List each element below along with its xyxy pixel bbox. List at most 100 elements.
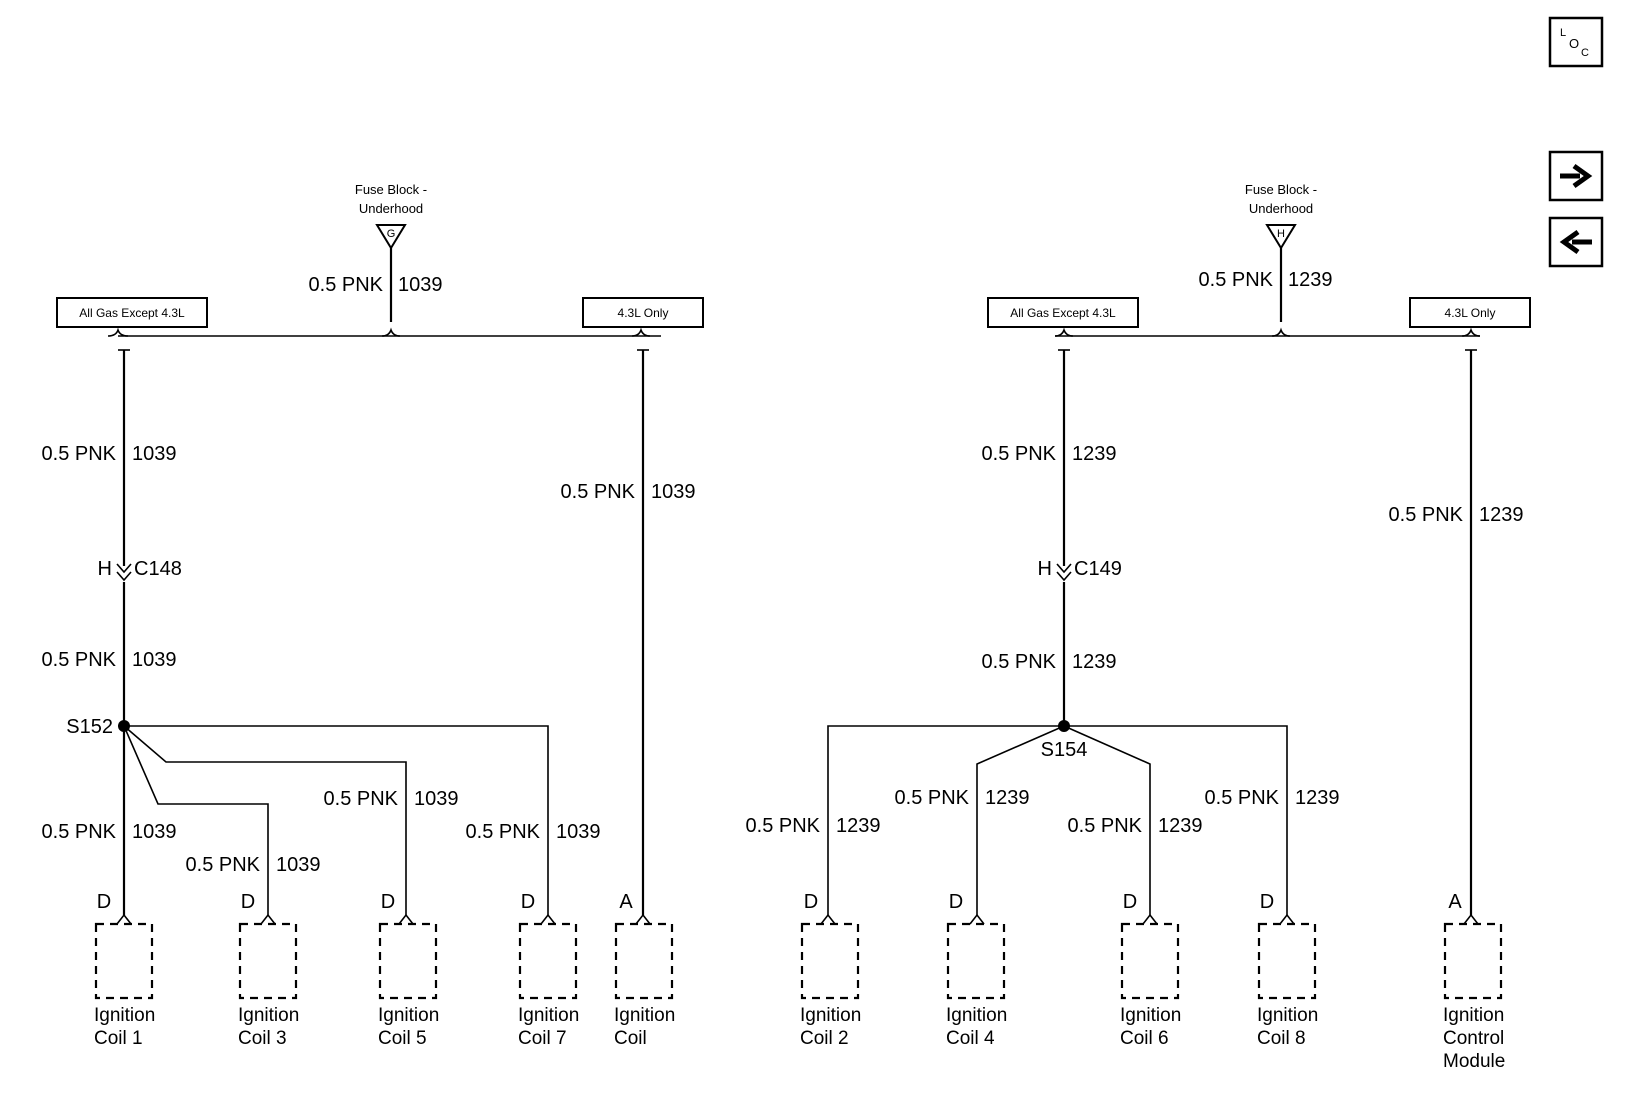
left-fuse-block-label-2: Underhood: [359, 201, 423, 216]
right-fuse-block-label-1: Fuse Block -: [1245, 182, 1317, 197]
left-lower-wire-size: 0.5 PNK: [42, 649, 117, 671]
left-option-all-gas-box: [56, 297, 208, 328]
right-option-43l-box: [1409, 297, 1531, 328]
icm-name-2: Control: [1443, 1028, 1504, 1049]
previous-page-button[interactable]: [1548, 216, 1604, 268]
coil3-wire-circuit: 1039: [276, 854, 321, 876]
coil8-wire: [1064, 725, 1288, 915]
coil8-wire-size: 0.5 PNK: [1205, 787, 1280, 809]
coil8-pin: D: [1260, 891, 1274, 913]
right-fuse-block-label-2: Underhood: [1249, 201, 1313, 216]
right-connector-pin: H: [1038, 558, 1052, 580]
coil4-wire: [976, 725, 1065, 915]
coil4-name-1: Ignition: [946, 1005, 1007, 1026]
left-option-43l-label: 4.3L Only: [618, 306, 669, 320]
ignition-coil-1: D Ignition Coil 1: [94, 891, 155, 1049]
coil2-pin: D: [804, 891, 818, 913]
coil-43l-name-2: Coil: [614, 1028, 647, 1049]
loc-letter-l: L: [1560, 27, 1566, 39]
coil8-name-1: Ignition: [1257, 1005, 1318, 1026]
left-lower-wire-circuit: 1039: [132, 649, 177, 671]
right-lower-wire-circuit: 1239: [1072, 651, 1117, 673]
ignition-coil-6: D Ignition Coil 6: [1120, 891, 1181, 1049]
left-circuit: Fuse Block - Underhood G 0.5 PNK 1039 Al…: [42, 182, 704, 1049]
left-connector-pin: H: [98, 558, 112, 580]
coil8-name-2: Coil 8: [1257, 1028, 1306, 1049]
left-43l-wire-circuit: 1039: [651, 481, 696, 503]
coil5-name-2: Coil 5: [378, 1028, 427, 1049]
coil2-name-1: Ignition: [800, 1005, 861, 1026]
left-fuse-symbol: [375, 224, 407, 250]
ignition-coil-3: D Ignition Coil 3: [238, 891, 299, 1049]
coil6-wire-circuit: 1239: [1158, 815, 1203, 837]
ignition-coil-8: D Ignition Coil 8: [1257, 891, 1318, 1049]
coil7-name-1: Ignition: [518, 1005, 579, 1026]
right-connector-name: C149: [1074, 558, 1122, 580]
right-feed-wire-circuit: 1239: [1288, 269, 1333, 291]
coil4-wire-size: 0.5 PNK: [895, 787, 970, 809]
coil3-name-1: Ignition: [238, 1005, 299, 1026]
coil2-wire-circuit: 1239: [836, 815, 881, 837]
ignition-coil-43l: A Ignition Coil: [614, 891, 675, 1049]
coil4-wire-circuit: 1239: [985, 787, 1030, 809]
coil-43l-name-1: Ignition: [614, 1005, 675, 1026]
left-fuse-letter: G: [387, 228, 396, 240]
coil7-name-2: Coil 7: [518, 1028, 567, 1049]
right-fuse-letter: H: [1277, 228, 1285, 240]
ignition-coil-5: D Ignition Coil 5: [378, 891, 439, 1049]
left-fuse-block-label-1: Fuse Block -: [355, 182, 427, 197]
coil3-name-2: Coil 3: [238, 1028, 287, 1049]
coil6-name-2: Coil 6: [1120, 1028, 1169, 1049]
coil5-name-1: Ignition: [378, 1005, 439, 1026]
loc-letter-c: C: [1581, 47, 1589, 59]
icm-name-3: Module: [1443, 1051, 1505, 1072]
right-branch-wire-circuit: 1239: [1072, 443, 1117, 465]
right-option-43l-label: 4.3L Only: [1445, 306, 1496, 320]
left-connector-name: C148: [134, 558, 182, 580]
left-connector-symbol: [116, 563, 132, 582]
ignition-coil-2: D Ignition Coil 2: [800, 891, 861, 1049]
right-branch-wire-size: 0.5 PNK: [982, 443, 1057, 465]
coil3-wire: [123, 725, 269, 915]
ignition-coil-4: D Ignition Coil 4: [946, 891, 1007, 1049]
left-branch-wire-size: 0.5 PNK: [42, 443, 117, 465]
right-option-all-gas-label: All Gas Except 4.3L: [1010, 306, 1116, 320]
loc-letter-o: O: [1569, 36, 1579, 51]
ignition-control-module: A Ignition Control Module: [1443, 891, 1505, 1072]
icm-name-1: Ignition: [1443, 1005, 1504, 1026]
right-splice-label: S154: [1041, 739, 1088, 761]
arrow-right-icon: [1560, 163, 1593, 189]
right-feed-wire-size: 0.5 PNK: [1199, 269, 1274, 291]
right-option-all-gas-box: [987, 297, 1139, 328]
coil2-wire: [827, 725, 1064, 915]
coil6-wire-size: 0.5 PNK: [1068, 815, 1143, 837]
right-43l-wire-circuit: 1239: [1479, 504, 1524, 526]
left-branch-wire-circuit: 1039: [132, 443, 177, 465]
right-lower-wire-size: 0.5 PNK: [982, 651, 1057, 673]
coil-43l-pin: A: [619, 891, 633, 913]
right-circuit: Fuse Block - Underhood H 0.5 PNK 1239 Al…: [746, 182, 1531, 1072]
coil3-wire-size: 0.5 PNK: [186, 854, 261, 876]
coil6-pin: D: [1123, 891, 1137, 913]
icm-pin: A: [1448, 891, 1462, 913]
left-option-all-gas-label: All Gas Except 4.3L: [79, 306, 185, 320]
coil2-name-2: Coil 2: [800, 1028, 849, 1049]
ignition-coil-7: D Ignition Coil 7: [518, 891, 579, 1049]
left-feed-wire-circuit: 1039: [398, 274, 443, 296]
coil5-pin: D: [381, 891, 395, 913]
next-page-button[interactable]: [1548, 150, 1604, 202]
left-43l-wire-size: 0.5 PNK: [561, 481, 636, 503]
coil1-pin: D: [97, 891, 111, 913]
loc-button[interactable]: L O C: [1548, 16, 1604, 68]
coil7-pin: D: [521, 891, 535, 913]
coil1-wire-circuit: 1039: [132, 821, 177, 843]
coil1-name-1: Ignition: [94, 1005, 155, 1026]
coil4-pin: D: [949, 891, 963, 913]
right-43l-wire-size: 0.5 PNK: [1389, 504, 1464, 526]
coil3-pin: D: [241, 891, 255, 913]
arrow-left-icon: [1559, 229, 1592, 255]
coil1-name-2: Coil 1: [94, 1028, 143, 1049]
coil6-wire: [1063, 725, 1151, 915]
right-connector-symbol: [1056, 563, 1072, 582]
